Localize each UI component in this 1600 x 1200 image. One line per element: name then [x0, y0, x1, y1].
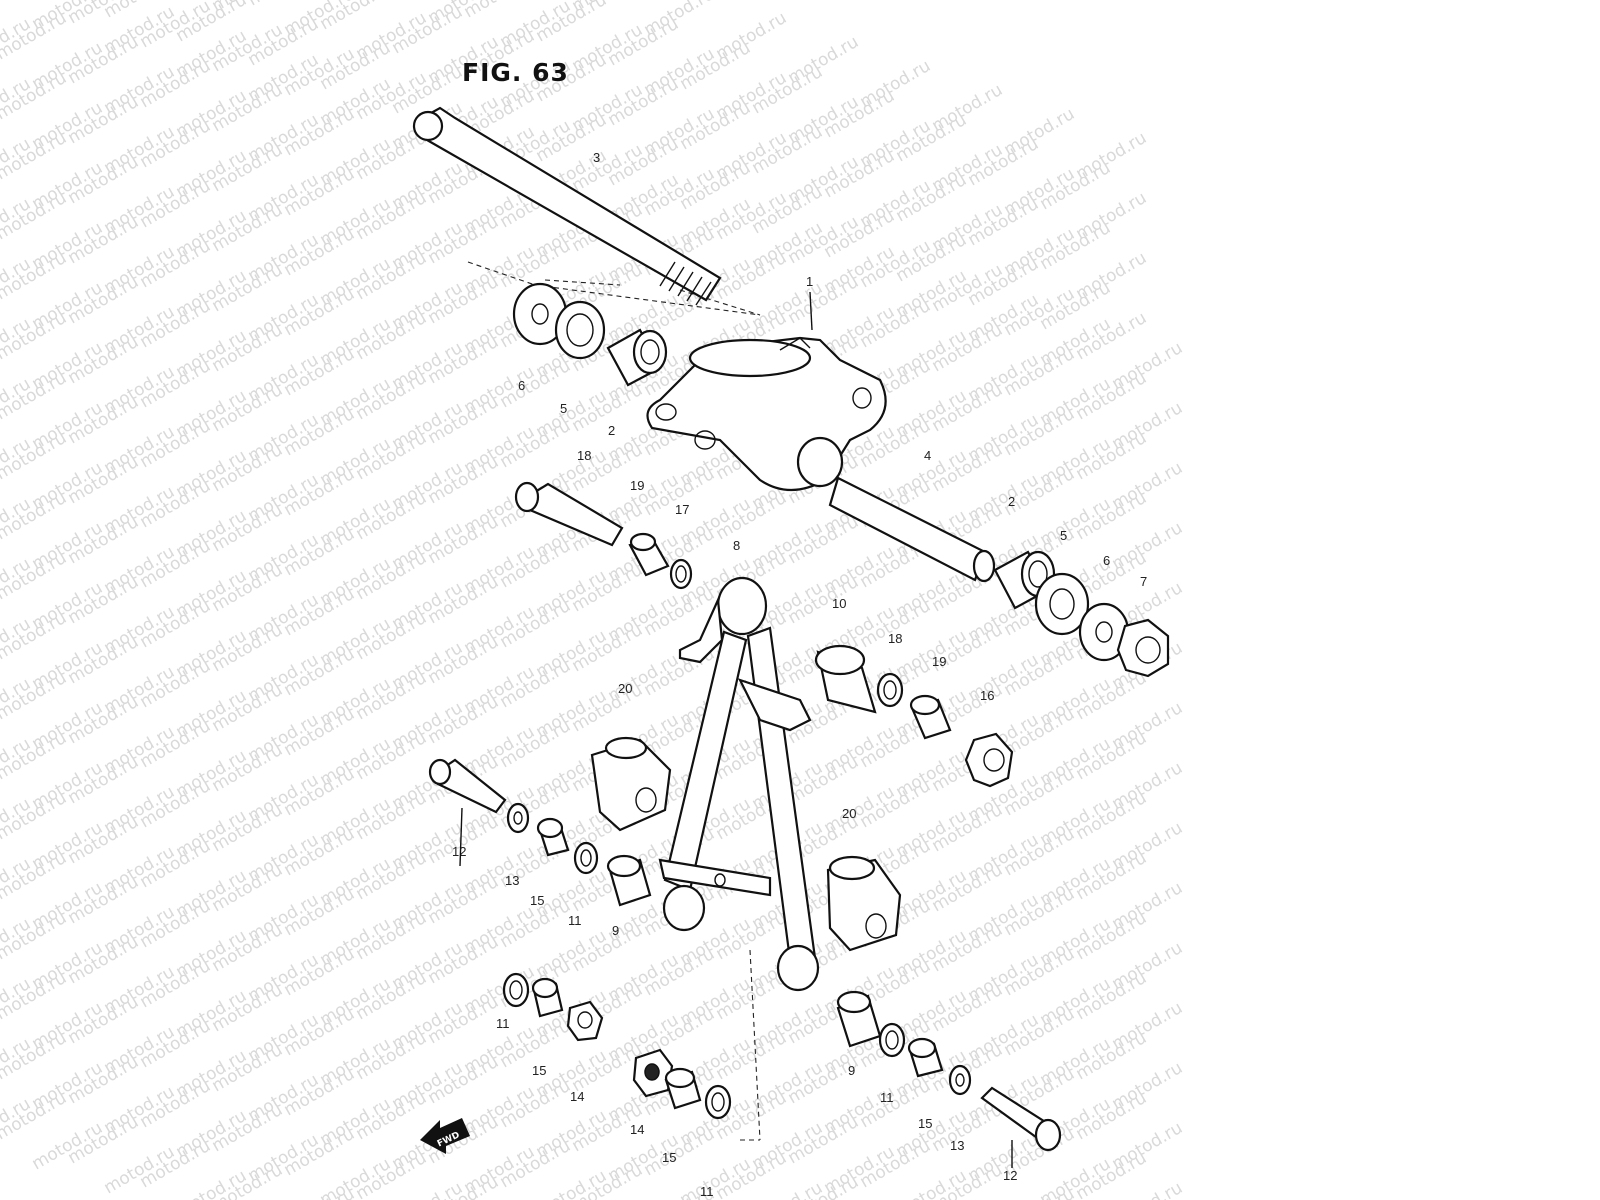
part-19-bushing-left: [628, 532, 670, 577]
part-1-cushion-lever: [646, 336, 887, 491]
label-part-20-left: 20: [618, 681, 632, 696]
callout-labels: 3 1 6 5 2 18 19 17 8 4 2 5 6 7 10 18 19 …: [452, 150, 1147, 1199]
part-19-bushing-right: [909, 694, 952, 740]
label-part-1: 1: [806, 274, 813, 289]
label-part-15-bottom: 15: [662, 1150, 676, 1165]
part-3-through-bolt: [412, 106, 722, 306]
part-18-washer-left: [669, 558, 693, 590]
part-18-washer-right: [876, 672, 904, 708]
label-part-2-left: 2: [608, 423, 615, 438]
label-part-14-bottom: 14: [630, 1122, 644, 1137]
part-11-ring-bottom: [704, 1084, 732, 1120]
label-part-17: 16: [980, 688, 994, 703]
figure-title: FIG. 63: [462, 58, 569, 87]
part-17-nut: [964, 732, 1014, 788]
leader-lines: [459, 291, 1013, 1168]
part-12-bolt-right: [980, 1086, 1062, 1152]
label-part-16: 18: [577, 448, 591, 463]
label-part-11-bottom: 11: [700, 1184, 714, 1199]
part-15-collar-lower-left: [531, 977, 564, 1018]
label-part-19-left: 19: [630, 478, 644, 493]
part-14-nut-bottom: [632, 1048, 674, 1098]
label-part-15-lower-right: 15: [918, 1116, 932, 1131]
label-part-11-lower-right: 11: [880, 1090, 894, 1105]
label-part-12-left: 12: [452, 844, 466, 859]
part-14-nut-lower-left: [566, 1000, 604, 1042]
label-part-18-right: 18: [888, 631, 902, 646]
label-part-10: 10: [832, 596, 846, 611]
label-part-18-left: 17: [675, 502, 689, 517]
part-11-ring-lower-right: [878, 1022, 906, 1058]
part-5-seal-right: [1034, 572, 1090, 636]
part-20-rod-end-left: [590, 736, 672, 832]
label-part-9-left: 9: [612, 923, 619, 938]
label-part-4: 4: [924, 448, 931, 463]
label-part-2-right: 2: [1008, 494, 1015, 509]
label-part-19-right: 19: [932, 654, 946, 669]
label-part-5-right: 5: [1060, 528, 1067, 543]
part-9-spacer-left: [606, 854, 652, 907]
label-part-15-lower-left: 15: [532, 1063, 546, 1078]
part-16-bolt: [514, 481, 624, 547]
part-13-washer-left: [506, 802, 530, 834]
label-part-6-right: 6: [1103, 553, 1110, 568]
label-part-6-left: 6: [518, 378, 525, 393]
label-part-8: 8: [733, 538, 740, 553]
label-part-20-right: 20: [842, 806, 856, 821]
label-part-7: 7: [1140, 574, 1147, 589]
part-13-washer-right: [948, 1064, 972, 1096]
label-part-3: 3: [593, 150, 600, 165]
part-5-seal-left: [554, 300, 606, 360]
part-2-bearing-left: [606, 328, 668, 387]
part-4-spacer-tube: [828, 476, 996, 583]
part-7-nut: [1116, 618, 1170, 678]
part-12-bolt-left: [428, 758, 507, 814]
label-part-12-right: 12: [1003, 1168, 1017, 1183]
label-part-15-upper-left: 15: [530, 893, 544, 908]
part-20-rod-end-right: [826, 855, 902, 952]
forward-arrow-icon: FWD: [420, 1118, 470, 1154]
part-15-collar-upper-left: [536, 817, 570, 857]
label-part-11-upper-left: 11: [568, 913, 582, 928]
part-9-spacer-right: [836, 990, 882, 1048]
label-part-9-right: 9: [848, 1063, 855, 1078]
label-part-11-lower-left: 11: [496, 1016, 510, 1031]
part-10-bushing: [814, 644, 877, 714]
part-11-ring-upper-left: [573, 841, 599, 875]
part-15-collar-lower-right: [907, 1037, 944, 1078]
label-part-13-left: 13: [505, 873, 519, 888]
part-8-connecting-rod: [658, 576, 820, 992]
label-part-14-lower-left: 14: [570, 1089, 584, 1104]
part-15-collar-bottom: [664, 1067, 702, 1110]
part-11-ring-lower-left: [502, 972, 530, 1008]
label-part-13-right: 13: [950, 1138, 964, 1153]
label-part-5-left: 5: [560, 401, 567, 416]
